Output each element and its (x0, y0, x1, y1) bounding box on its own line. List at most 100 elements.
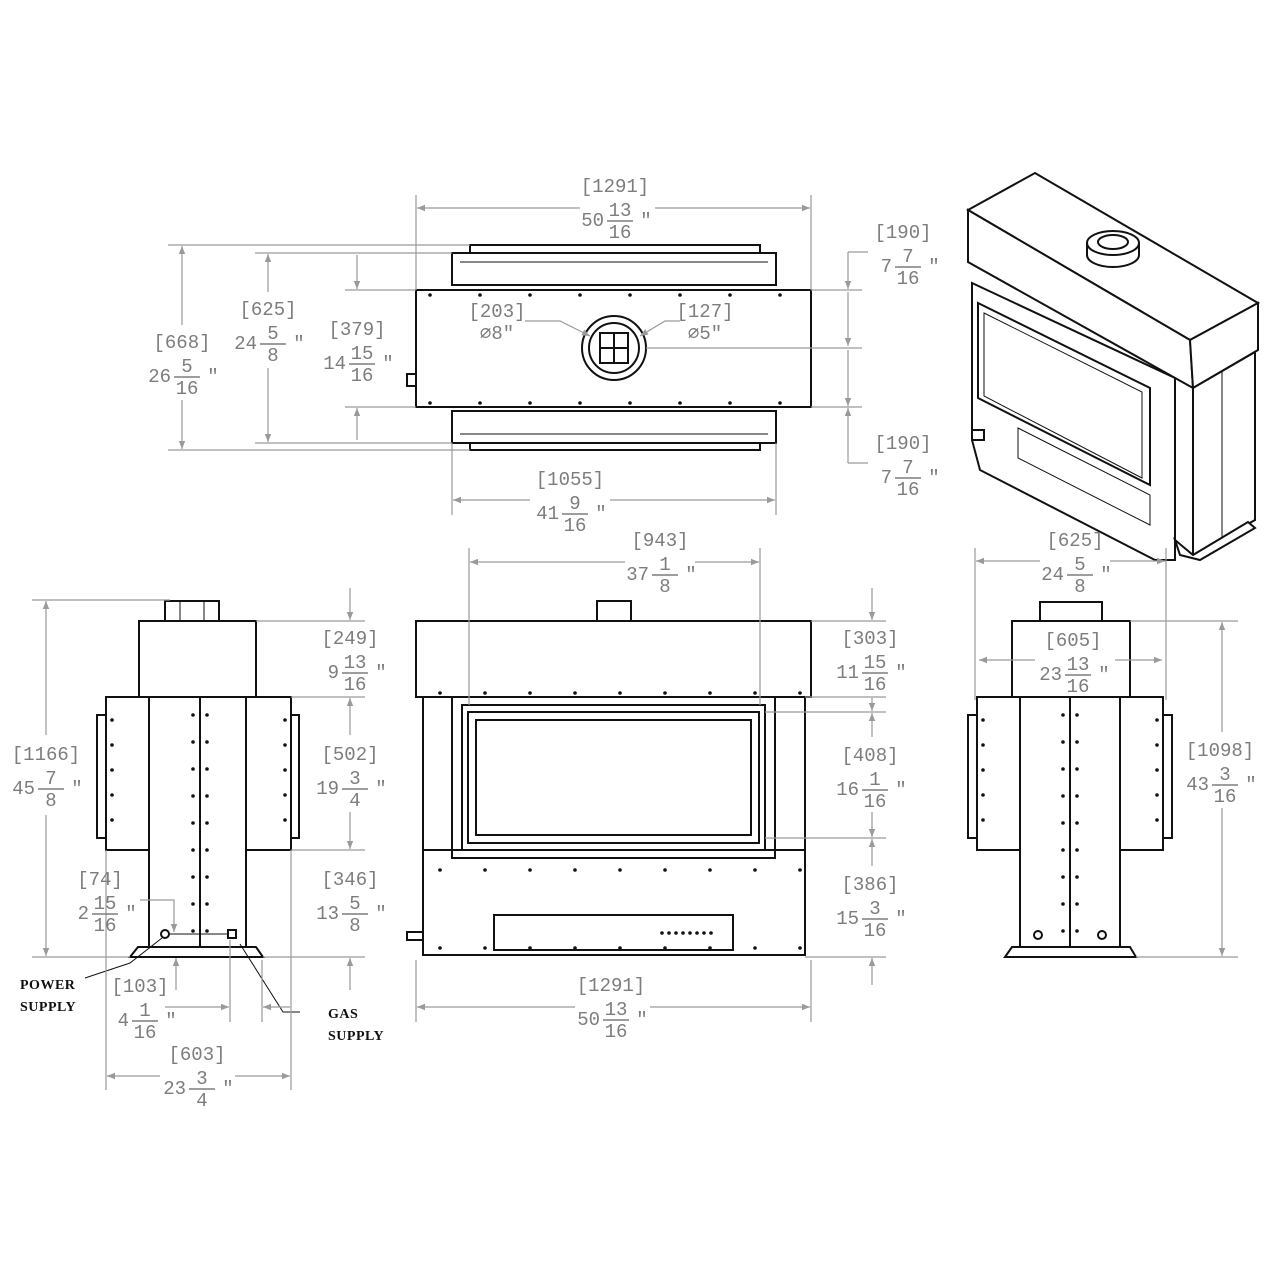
rivet-dot (110, 818, 114, 822)
dimension-inch-denominator: 16 (864, 920, 887, 942)
dimension-metric: [386] (841, 874, 898, 896)
rivet-dot (702, 931, 706, 935)
rivet-dot (573, 946, 577, 950)
dimension-inch-whole: 2 (78, 903, 89, 925)
inch-mark: " (293, 333, 304, 355)
right-side-view (967, 548, 1238, 958)
rivet-dot (573, 868, 577, 872)
rivet-dot (1155, 818, 1159, 822)
inch-mark: " (382, 353, 393, 375)
inch-mark: " (375, 778, 386, 800)
dimension-metric: [605] (1044, 630, 1101, 652)
rivet-dot (1075, 902, 1079, 906)
rivet-dot (205, 821, 209, 825)
dimension-inch-denominator: 16 (864, 791, 887, 813)
rivet-dot (778, 401, 782, 405)
dimension-inch-whole: 50 (581, 210, 604, 232)
dimension-metric: [603] (168, 1044, 225, 1066)
rivet-dot (981, 768, 985, 772)
rivet-dot (110, 793, 114, 797)
dimension-inch-denominator: 16 (344, 674, 367, 696)
dimension-inch-whole: 41 (536, 503, 559, 525)
dimension-inch-numerator: 9 (569, 493, 580, 515)
dimension-inch-whole: 23 (1039, 664, 1062, 686)
inch-mark: " (1098, 664, 1109, 686)
rivet-dot (1075, 767, 1079, 771)
inch-mark: " (928, 467, 939, 489)
inch-mark: " (685, 564, 696, 586)
dimension-metric: [379] (328, 319, 385, 341)
rivet-dot (778, 293, 782, 297)
rivet-dot (428, 293, 432, 297)
rivet-dot (191, 821, 195, 825)
gas-knob (406, 373, 417, 387)
dimension-inch-numerator: 13 (605, 999, 628, 1021)
rivet-dot (438, 868, 442, 872)
dimension-metric: [943] (631, 530, 688, 552)
rivet-dot (528, 946, 532, 950)
rivet-dot (728, 293, 732, 297)
dimension-inch-numerator: 13 (1067, 654, 1090, 676)
rivet-dot (1075, 848, 1079, 852)
vent-collar (581, 315, 647, 381)
rivet-dot (618, 691, 622, 695)
rivet-dot (205, 902, 209, 906)
rivet-dot (628, 293, 632, 297)
inch-mark: " (1245, 774, 1256, 796)
rivet-dot (678, 401, 682, 405)
rivet-dot (1061, 875, 1065, 879)
dimension-inch-whole: 16 (836, 779, 859, 801)
rivet-dot (428, 401, 432, 405)
rivet-dot (438, 691, 442, 695)
dimension-inch-whole: 37 (626, 564, 649, 586)
dimension-inch-denominator: 16 (134, 1022, 157, 1044)
rivet-dot (798, 691, 802, 695)
dimension-inch-numerator: 1 (139, 1000, 150, 1022)
power-supply-port (160, 929, 170, 939)
top-view (168, 195, 868, 515)
power-supply-label-1: POWER (20, 978, 76, 993)
rivet-dot (1075, 713, 1079, 717)
rivet-dot (618, 868, 622, 872)
rivet-dot (663, 946, 667, 950)
gas-supply-port (227, 929, 237, 939)
rivet-dot (663, 691, 667, 695)
rivet-dot (695, 931, 699, 935)
dimension-inch-numerator: 5 (267, 323, 278, 345)
dimension-inch-whole: 7 (881, 467, 892, 489)
dimension-inch-denominator: 16 (609, 222, 632, 244)
dimension-inch-denominator: 8 (349, 915, 360, 937)
rivet-dot (1075, 875, 1079, 879)
dimension-inch-denominator: 16 (176, 378, 199, 400)
rivet-dot (191, 875, 195, 879)
inch-mark: " (640, 210, 651, 232)
dimension-inch-whole: 11 (836, 662, 859, 684)
rivet-dot (981, 793, 985, 797)
rivet-dot (438, 946, 442, 950)
rivet-dot (1155, 743, 1159, 747)
rivet-dot (1061, 713, 1065, 717)
gas-supply-label-1: GAS (328, 1007, 358, 1022)
dimension-metric: [1291] (577, 975, 645, 997)
rivet-dot (528, 691, 532, 695)
rivet-dot (191, 929, 195, 933)
dimension-inch-whole: 7 (881, 256, 892, 278)
rivet-dot (688, 931, 692, 935)
dimension-inch-numerator: 15 (351, 343, 374, 365)
rivet-dot (1075, 794, 1079, 798)
dimension-inch-numerator: 7 (902, 457, 913, 479)
rivet-dot (1155, 768, 1159, 772)
dimension-metric: [249] (321, 628, 378, 650)
dimension-inch-whole: 13 (316, 903, 339, 925)
dimension-inch-numerator: 15 (864, 652, 887, 674)
rivet-dot (709, 931, 713, 935)
rivet-dot (798, 868, 802, 872)
rivet-dot (478, 401, 482, 405)
dimension-inch-numerator: 1 (659, 554, 670, 576)
rivet-dot (110, 768, 114, 772)
rivet-dot (191, 848, 195, 852)
dimension-inch-denominator: 16 (351, 365, 374, 387)
rivet-dot (798, 946, 802, 950)
